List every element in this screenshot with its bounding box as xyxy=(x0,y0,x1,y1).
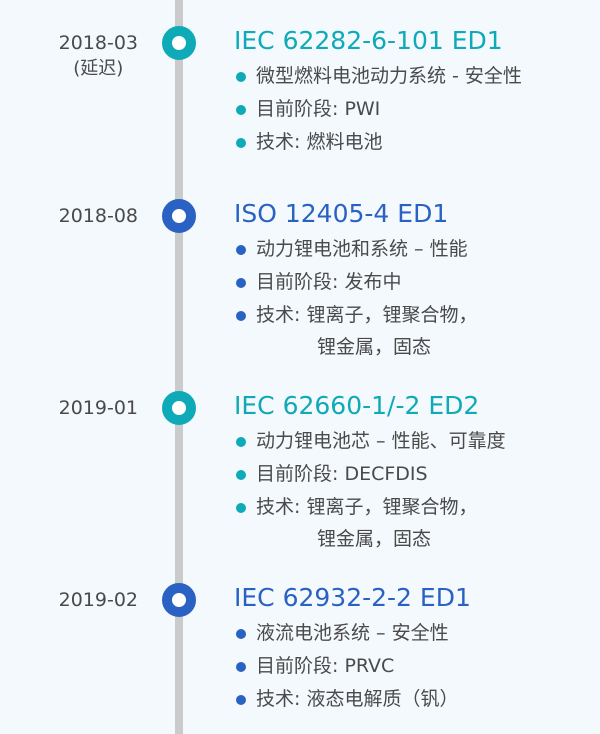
date-note: (延迟) xyxy=(73,58,124,79)
item-technology: 技术: 锂离子，锂聚合物， xyxy=(256,304,478,326)
list-item: 技术: 锂离子，锂聚合物， 锂金属，固态 xyxy=(234,491,506,555)
date-text: 2018-08 xyxy=(58,205,138,227)
detail-list: 动力锂电池芯 – 性能、可靠度 目前阶段: DECFDIS 技术: 锂离子，锂聚… xyxy=(234,425,506,555)
detail-list: 微型燃料电池动力系统 - 安全性 目前阶段: PWI 技术: 燃料电池 xyxy=(234,60,522,159)
entry-date: 2019-02 xyxy=(59,587,138,613)
timeline-line xyxy=(175,0,183,734)
entry-date: 2018-08 xyxy=(59,203,138,229)
item-description: 动力锂电池和系统 – 性能 xyxy=(256,238,468,260)
list-item: 目前阶段: 发布中 xyxy=(234,266,477,299)
item-technology: 技术: 液态电解质（钒） xyxy=(256,688,459,710)
timeline-node-icon xyxy=(162,391,196,425)
list-item: 动力锂电池芯 – 性能、可靠度 xyxy=(234,425,506,458)
bullet-icon xyxy=(236,105,246,115)
detail-list: 液流电池系统 – 安全性 目前阶段: PRVC 技术: 液态电解质（钒） xyxy=(234,617,458,716)
list-item: 目前阶段: PWI xyxy=(234,93,522,126)
list-item: 动力锂电池和系统 – 性能 xyxy=(234,233,477,266)
entry-date: 2019-01 xyxy=(59,395,138,421)
date-text: 2019-01 xyxy=(58,397,138,419)
list-item: 液流电池系统 – 安全性 xyxy=(234,617,458,650)
bullet-icon xyxy=(236,72,246,82)
bullet-icon xyxy=(236,695,246,705)
item-stage: 目前阶段: PWI xyxy=(256,98,381,120)
item-stage: 目前阶段: PRVC xyxy=(256,655,395,677)
bullet-icon xyxy=(236,503,246,513)
timeline-node-icon xyxy=(162,583,196,617)
list-item: 技术: 液态电解质（钒） xyxy=(234,683,458,716)
bullet-icon xyxy=(236,662,246,672)
list-item: 微型燃料电池动力系统 - 安全性 xyxy=(234,60,522,93)
bullet-icon xyxy=(236,437,246,447)
item-stage: 目前阶段: 发布中 xyxy=(256,271,402,293)
standard-title: IEC 62282-6-101 ED1 xyxy=(234,26,503,55)
list-item: 技术: 燃料电池 xyxy=(234,126,522,159)
bullet-icon xyxy=(236,311,246,321)
item-description: 动力锂电池芯 – 性能、可靠度 xyxy=(256,430,506,452)
detail-list: 动力锂电池和系统 – 性能 目前阶段: 发布中 技术: 锂离子，锂聚合物， 锂金属… xyxy=(234,233,477,363)
entry-date: 2018-03 (延迟) xyxy=(59,30,138,82)
standard-title: IEC 62660-1/-2 ED2 xyxy=(234,391,480,420)
bullet-icon xyxy=(236,470,246,480)
item-technology-continuation: 锂金属，固态 xyxy=(317,336,432,358)
bullet-icon xyxy=(236,629,246,639)
standard-title: ISO 12405-4 ED1 xyxy=(234,199,449,228)
standard-title: IEC 62932-2-2 ED1 xyxy=(234,583,471,612)
item-description: 液流电池系统 – 安全性 xyxy=(256,622,449,644)
item-description: 微型燃料电池动力系统 - 安全性 xyxy=(256,65,522,87)
list-item: 目前阶段: PRVC xyxy=(234,650,458,683)
list-item: 目前阶段: DECFDIS xyxy=(234,458,506,491)
list-item: 技术: 锂离子，锂聚合物， 锂金属，固态 xyxy=(234,299,477,363)
date-text: 2019-02 xyxy=(58,589,138,611)
item-technology: 技术: 锂离子，锂聚合物， xyxy=(256,496,478,518)
bullet-icon xyxy=(236,278,246,288)
timeline-node-icon xyxy=(162,199,196,233)
bullet-icon xyxy=(236,138,246,148)
bullet-icon xyxy=(236,245,246,255)
item-technology: 技术: 燃料电池 xyxy=(256,131,383,153)
item-technology-continuation: 锂金属，固态 xyxy=(317,528,432,550)
item-stage: 目前阶段: DECFDIS xyxy=(256,463,428,485)
timeline-node-icon xyxy=(162,26,196,60)
date-text: 2018-03 xyxy=(58,32,138,54)
